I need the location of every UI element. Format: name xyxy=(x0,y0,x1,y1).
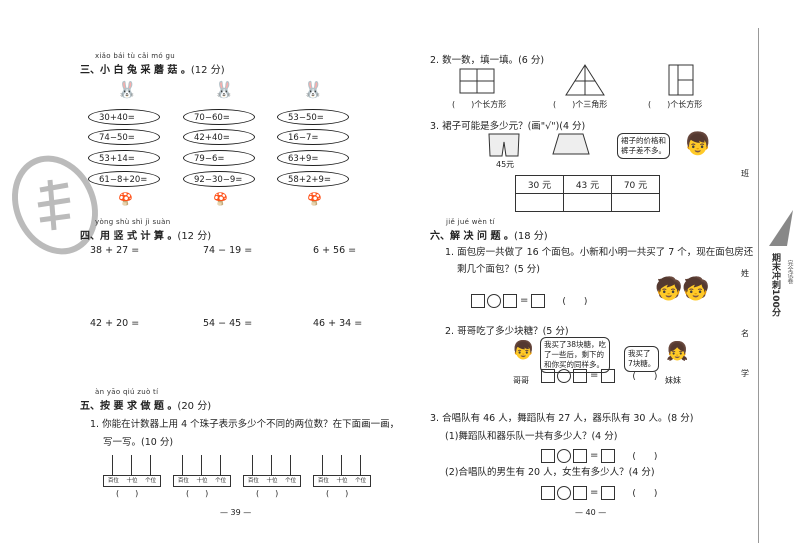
mushroom-oval: 42+40= xyxy=(183,129,255,145)
rabbit-icon: 🐰 xyxy=(214,80,234,99)
binding-label: 姓 xyxy=(741,269,749,278)
abacus: 百位十位个位 xyxy=(313,455,371,489)
p3-title: 3. 合唱队有 46 人，舞蹈队有 27 人，器乐队有 30 人。(8 分) xyxy=(430,413,694,424)
rabbit-icon: 🐰 xyxy=(303,80,323,99)
s4-pinyin: yòng shù shì jì suàn xyxy=(95,218,171,226)
answer-paren: ( ) xyxy=(326,489,349,498)
mushroom-icon: 🍄 xyxy=(213,192,228,206)
equation-row: =( ) xyxy=(540,482,657,501)
binding-label: 学 xyxy=(741,369,749,378)
abacus: 百位十位个位 xyxy=(243,455,301,489)
mushroom-oval: 53+14= xyxy=(88,150,160,166)
s3-pinyin: xiǎo bái tù cǎi mó gu xyxy=(95,52,176,60)
answer-paren: ( ) xyxy=(116,489,139,498)
choice-cell[interactable] xyxy=(611,193,660,212)
page-number: — 40 — xyxy=(575,508,607,517)
s6-pinyin: jiě jué wèn tí xyxy=(446,218,495,226)
s5-q1-line2: 写一写。(10 分) xyxy=(103,437,174,448)
mushroom-oval: 74−50= xyxy=(88,129,160,145)
s5-pinyin: àn yāo qiú zuò tí xyxy=(95,388,159,396)
mushroom-oval: 16−7= xyxy=(277,129,349,145)
equation-row: =( ) xyxy=(470,290,587,309)
fig-label: ( )个长方形 xyxy=(648,100,703,109)
mushroom-oval: 63+9= xyxy=(277,150,349,166)
abacus: 百位十位个位 xyxy=(103,455,161,489)
gege-label: 哥哥 xyxy=(513,376,529,385)
meimei-label: 妹妹 xyxy=(665,376,681,385)
p3-sub1: (1)舞蹈队和器乐队一共有多少人？(4 分) xyxy=(445,431,618,442)
brand-sub: 完全试卷 xyxy=(786,260,793,284)
choice-cell[interactable] xyxy=(515,193,564,212)
answer-paren: ( ) xyxy=(256,489,279,498)
brand-logo-icon xyxy=(769,210,793,246)
section-6-title: 六、解 决 问 题 。(18 分) xyxy=(430,231,548,242)
answer-paren: ( ) xyxy=(186,489,209,498)
stamp-watermark xyxy=(12,155,98,255)
mushroom-oval: 70−60= xyxy=(183,109,255,125)
binding-sidebar: 期末冲刺100分 完全试卷 班 姓 名 学 xyxy=(741,28,800,543)
mushroom-icon: 🍄 xyxy=(118,192,133,206)
mushroom-oval: 53−50= xyxy=(277,109,349,125)
q3-title: 3. 裙子可能是多少元？(画"√")(4 分) xyxy=(430,121,586,132)
skirt-icon xyxy=(552,133,590,155)
section-4-title: 四、用 竖 式 计 算 。(12 分) xyxy=(80,231,212,242)
rabbit-icon: 🐰 xyxy=(117,80,137,99)
page-number: — 39 — xyxy=(220,508,252,517)
brand-text: 期末冲刺100分 xyxy=(770,253,780,317)
section-5-title: 五、按 要 求 做 题 。(20 分) xyxy=(80,401,212,412)
p2-title: 2. 哥哥吃了多少块糖？(5 分) xyxy=(445,326,569,337)
p1-line1: 1. 面包房一共做了 16 个面包。小新和小明一共买了 7 个，现在面包房还 xyxy=(445,247,754,258)
mushroom-oval: 30+40= xyxy=(88,109,160,125)
rect-grid-figure xyxy=(459,68,495,94)
boy-gege-icon: 👦 xyxy=(512,340,535,361)
calc-item: 38 + 27 = xyxy=(90,245,140,256)
kids-icon: 🧒🧒 xyxy=(655,277,710,302)
pants-icon xyxy=(488,133,520,157)
triangle-figure xyxy=(565,64,605,96)
binding-label: 名 xyxy=(741,329,749,338)
calc-item: 6 + 56 = xyxy=(313,245,357,256)
speech-bubble: 我买了38块糖，吃了一些后，剩下的和你买的同样多。 xyxy=(540,337,611,373)
p1-line2: 剩几个面包？(5 分) xyxy=(457,264,540,275)
fig-label: ( )个长方形 xyxy=(452,100,507,109)
fig-label: ( )个三角形 xyxy=(553,100,608,109)
calc-item: 42 + 20 = xyxy=(90,318,140,329)
rect-split-figure xyxy=(668,64,694,96)
equation-row: =( ) xyxy=(540,365,657,384)
mushroom-oval: 58+2+9= xyxy=(277,171,349,187)
mushroom-oval: 79−6= xyxy=(183,150,255,166)
q2-title: 2. 数一数，填一填。(6 分) xyxy=(430,55,545,66)
p3-sub2: (2)合唱队的男生有 20 人，女生有多少人？(4 分) xyxy=(445,467,655,478)
abacus: 百位十位个位 xyxy=(173,455,231,489)
calc-item: 74 − 19 = xyxy=(203,245,253,256)
mushroom-icon: 🍄 xyxy=(307,192,322,206)
binding-label: 班 xyxy=(741,169,749,178)
calc-item: 54 − 45 = xyxy=(203,318,253,329)
choice-cell[interactable] xyxy=(563,193,612,212)
s5-q1-line1: 1. 你能在计数器上用 4 个珠子表示多少个不同的两位数？在下面画一画， xyxy=(90,419,400,430)
section-3-title: 三、小 白 兔 采 蘑 菇 。(12 分) xyxy=(80,65,225,76)
girl-meimei-icon: 👧 xyxy=(666,341,689,362)
mushroom-oval: 92−30−9= xyxy=(183,171,255,187)
calc-item: 46 + 34 = xyxy=(313,318,363,329)
price-tag: 45元 xyxy=(496,160,515,169)
speech-bubble: 裙子的价格和裤子差不多。 xyxy=(617,133,670,159)
boy-icon: 👦 xyxy=(684,132,712,157)
equation-row: =( ) xyxy=(540,445,657,464)
mushroom-oval: 61−8+20= xyxy=(88,171,160,187)
